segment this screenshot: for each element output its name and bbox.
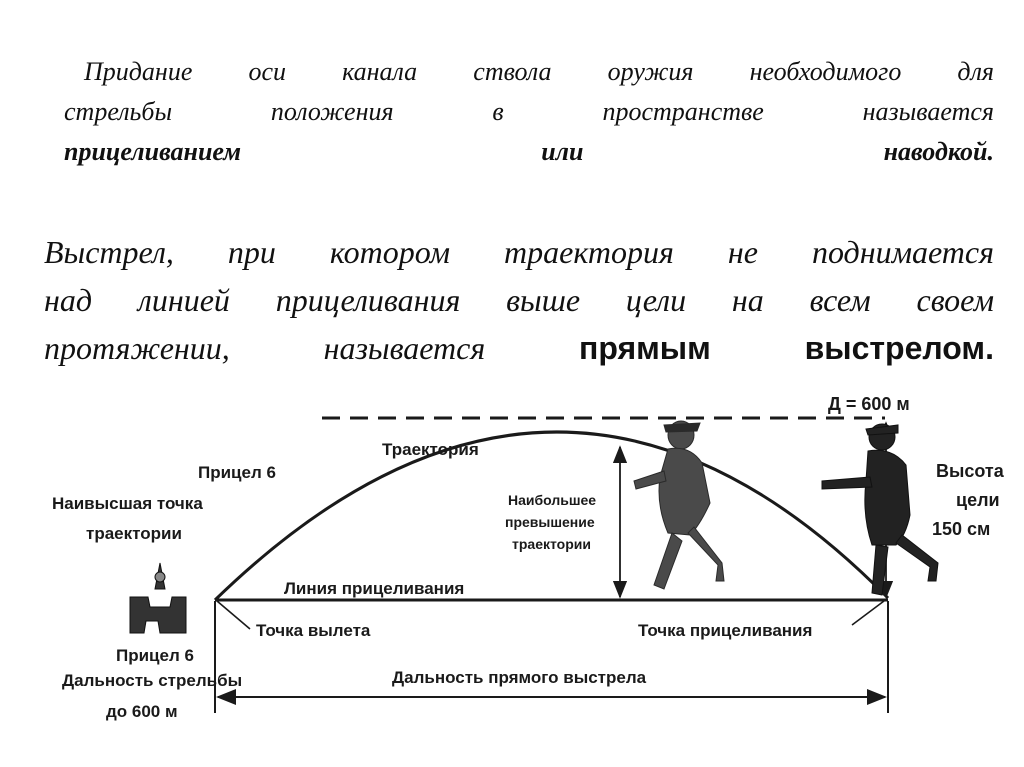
rifle-sight-icon (129, 562, 187, 634)
word: Придание (84, 57, 193, 86)
term-aiming: прицеливанием (64, 137, 242, 166)
definition-direct-shot: Выстрел, при котором траектория не подни… (44, 228, 994, 372)
word: необходимого (749, 57, 902, 86)
firing-range-label-1: Дальность стрельбы (62, 671, 242, 690)
target-soldier-figure (821, 423, 939, 596)
word: поднимается (811, 234, 994, 270)
soldier-running-figure (633, 420, 725, 590)
para2-line-3: протяжении, называется прямым выстрелом. (44, 324, 994, 372)
departure-label: Точка вылета (256, 621, 371, 640)
word: всем (809, 282, 871, 318)
word: ствола (473, 57, 552, 86)
word: линией (137, 282, 230, 318)
term-direct: прямым (579, 330, 711, 366)
word: стрельбы (64, 97, 173, 126)
word: для (957, 57, 994, 86)
word: пространстве (602, 97, 764, 126)
trajectory-curve (213, 430, 890, 602)
word: при (227, 234, 276, 270)
word: или (541, 137, 584, 166)
word: котором (329, 234, 450, 270)
word: Выстрел, (44, 234, 174, 270)
distance-label: Д = 600 м (828, 394, 910, 414)
para1-line-1: Придание оси канала ствола оружия необхо… (44, 52, 994, 92)
trajectory-label: Траектория (382, 440, 479, 459)
word: своем (916, 282, 995, 318)
firing-range-label-2: до 600 м (106, 702, 178, 721)
word: в (492, 97, 504, 126)
aim-line-label: Линия прицеливания (284, 579, 464, 598)
word: называется (323, 330, 486, 366)
term-laying: наводкой. (883, 137, 994, 166)
highest-point-label-2: траектории (86, 524, 182, 543)
departure-pointer (216, 600, 251, 630)
word: называется (862, 97, 994, 126)
para2-line-1: Выстрел, при котором траектория не подни… (44, 228, 994, 276)
word: не (727, 234, 758, 270)
word: прицеливания (275, 282, 461, 318)
word: канала (342, 57, 418, 86)
max-excess-label-3: траектории (512, 536, 591, 552)
sight-bottom-label: Прицел 6 (116, 646, 194, 665)
word: над (44, 282, 93, 318)
para1-line-3: прицеливанием или наводкой. (44, 132, 994, 172)
direct-shot-diagram: Д = 600 м Траектория Линия прицеливания … (52, 394, 1005, 721)
para1-line-2: стрельбы положения в пространстве называ… (44, 92, 994, 132)
word: выше (506, 282, 581, 318)
target-height-label-3: 150 см (932, 519, 990, 539)
term-shot: выстрелом. (804, 330, 994, 366)
aim-point-pointer (851, 600, 885, 626)
target-height-label-2: цели (956, 490, 1000, 510)
target-height-label-1: Высота (936, 461, 1005, 481)
max-excess-label-2: превышение (505, 514, 595, 530)
aim-point-label: Точка прицеливания (638, 621, 812, 640)
max-excess-label-1: Наибольшее (508, 492, 596, 508)
word: траектория (504, 234, 674, 270)
word: оси (248, 57, 287, 86)
word: цели (625, 282, 687, 318)
word: оружия (607, 57, 694, 86)
sight-top-label: Прицел 6 (198, 463, 276, 482)
direct-range-label: Дальность прямого выстрела (392, 668, 647, 687)
definition-aiming: Придание оси канала ствола оружия необхо… (44, 52, 994, 172)
word: протяжении, (44, 330, 230, 366)
word: на (731, 282, 764, 318)
highest-point-label-1: Наивысшая точка (52, 494, 203, 513)
para2-line-2: над линией прицеливания выше цели на все… (44, 276, 994, 324)
word: положения (270, 97, 394, 126)
